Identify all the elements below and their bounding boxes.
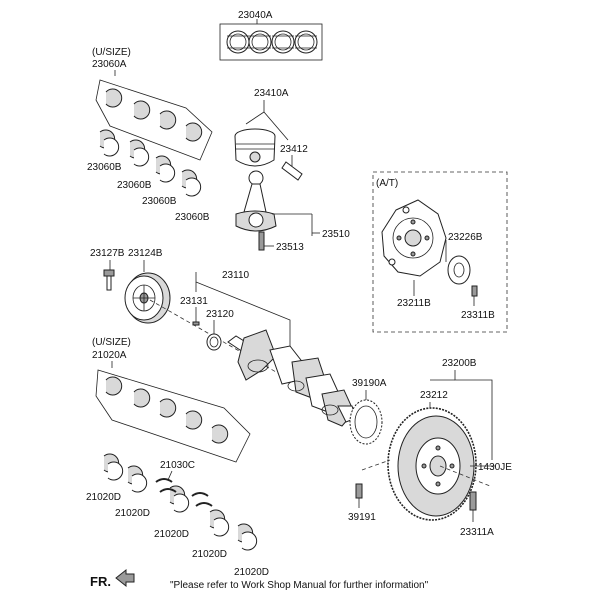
- label-main-d5[interactable]: 21020D: [234, 567, 269, 578]
- label-flywheel-bolt2[interactable]: 23311A: [460, 527, 494, 538]
- crank-key[interactable]: [192, 321, 200, 326]
- label-sprocket[interactable]: 23120: [206, 309, 234, 320]
- label-usize-bottom: (U/SIZE): [92, 337, 131, 348]
- label-main-d4[interactable]: 21020D: [192, 549, 227, 560]
- label-front: FR.: [90, 574, 111, 589]
- piston-ring-1: [226, 30, 250, 54]
- thrust-washers[interactable]: [155, 478, 213, 507]
- upper-bearing-shells[interactable]: [105, 88, 203, 142]
- label-drive-plate[interactable]: 23211B: [397, 298, 431, 309]
- label-bearing-upper-set[interactable]: 23060A: [92, 59, 127, 70]
- crank-pulley[interactable]: [124, 272, 171, 324]
- label-pin[interactable]: 23412: [280, 144, 308, 155]
- piston-ring-3: [271, 30, 295, 54]
- rings-frame: [219, 23, 323, 61]
- sensor-bolt[interactable]: [355, 483, 363, 499]
- label-ring-gear[interactable]: 23212: [420, 390, 448, 401]
- label-main-d1[interactable]: 21020D: [86, 492, 121, 503]
- label-rings[interactable]: 23040A: [238, 10, 273, 21]
- drive-plate[interactable]: [381, 199, 447, 277]
- label-conrod-bolt[interactable]: 23513: [276, 242, 304, 253]
- piston-ring-4: [294, 30, 318, 54]
- label-reluctor[interactable]: 39190A: [352, 378, 387, 389]
- bearing-shell: [105, 88, 123, 108]
- label-bearing-b4[interactable]: 23060B: [175, 212, 210, 223]
- label-flywheel-bolt[interactable]: 1430JE: [478, 462, 512, 473]
- bearing-shell: [159, 110, 177, 130]
- label-main-bearing-set[interactable]: 21020A: [92, 350, 127, 361]
- label-adapter-plate[interactable]: 23226B: [448, 232, 483, 243]
- label-main-d3[interactable]: 21020D: [154, 529, 189, 540]
- pulley-bolt[interactable]: [103, 269, 115, 291]
- label-sensor-bolt[interactable]: 39191: [348, 512, 376, 523]
- main-bearing-shells[interactable]: [105, 376, 229, 444]
- upper-bearing-frame: [95, 79, 213, 161]
- piston-pin[interactable]: [281, 161, 303, 181]
- label-thrust-washer[interactable]: 21030C: [160, 460, 195, 471]
- bearing-shell: [185, 122, 203, 142]
- reluctor-ring[interactable]: [349, 399, 383, 445]
- label-pulley-bolt[interactable]: 23127B: [90, 248, 125, 259]
- flywheel[interactable]: [387, 407, 477, 521]
- label-piston[interactable]: 23410A: [254, 88, 289, 99]
- bearing-b-shells[interactable]: [99, 129, 202, 197]
- label-at-bolt[interactable]: 23311B: [461, 310, 495, 321]
- label-pulley[interactable]: 23124B: [128, 248, 163, 259]
- conrod-bolt[interactable]: [258, 231, 265, 251]
- label-at-box: (A/T): [376, 178, 398, 189]
- piston-ring-2: [248, 30, 272, 54]
- adapter-plate[interactable]: [447, 255, 471, 285]
- connecting-rod[interactable]: [235, 170, 277, 232]
- flywheel-bolt[interactable]: [469, 491, 477, 511]
- bearing-shell: [133, 100, 151, 120]
- label-usize-top: (U/SIZE): [92, 47, 131, 58]
- label-bearing-b1[interactable]: 23060B: [87, 162, 122, 173]
- footnote: "Please refer to Work Shop Manual for fu…: [170, 580, 429, 591]
- main-d-shells[interactable]: [103, 453, 258, 551]
- piston-rings-group[interactable]: [219, 23, 323, 61]
- at-box: [372, 171, 508, 333]
- crank-sprocket[interactable]: [206, 333, 222, 351]
- main-bearing-frame: [95, 369, 251, 463]
- at-bolt[interactable]: [471, 285, 478, 297]
- piston[interactable]: [234, 128, 276, 167]
- label-bearing-b3[interactable]: 23060B: [142, 196, 177, 207]
- front-arrow-icon: [115, 568, 135, 588]
- label-conrod[interactable]: 23510: [322, 229, 350, 240]
- label-bearing-b2[interactable]: 23060B: [117, 180, 152, 191]
- label-main-d2[interactable]: 21020D: [115, 508, 150, 519]
- label-key[interactable]: 23131: [180, 296, 208, 307]
- label-flywheel-assy[interactable]: 23200B: [442, 358, 477, 369]
- label-crankshaft[interactable]: 23110: [222, 270, 250, 281]
- crankshaft[interactable]: [227, 329, 357, 427]
